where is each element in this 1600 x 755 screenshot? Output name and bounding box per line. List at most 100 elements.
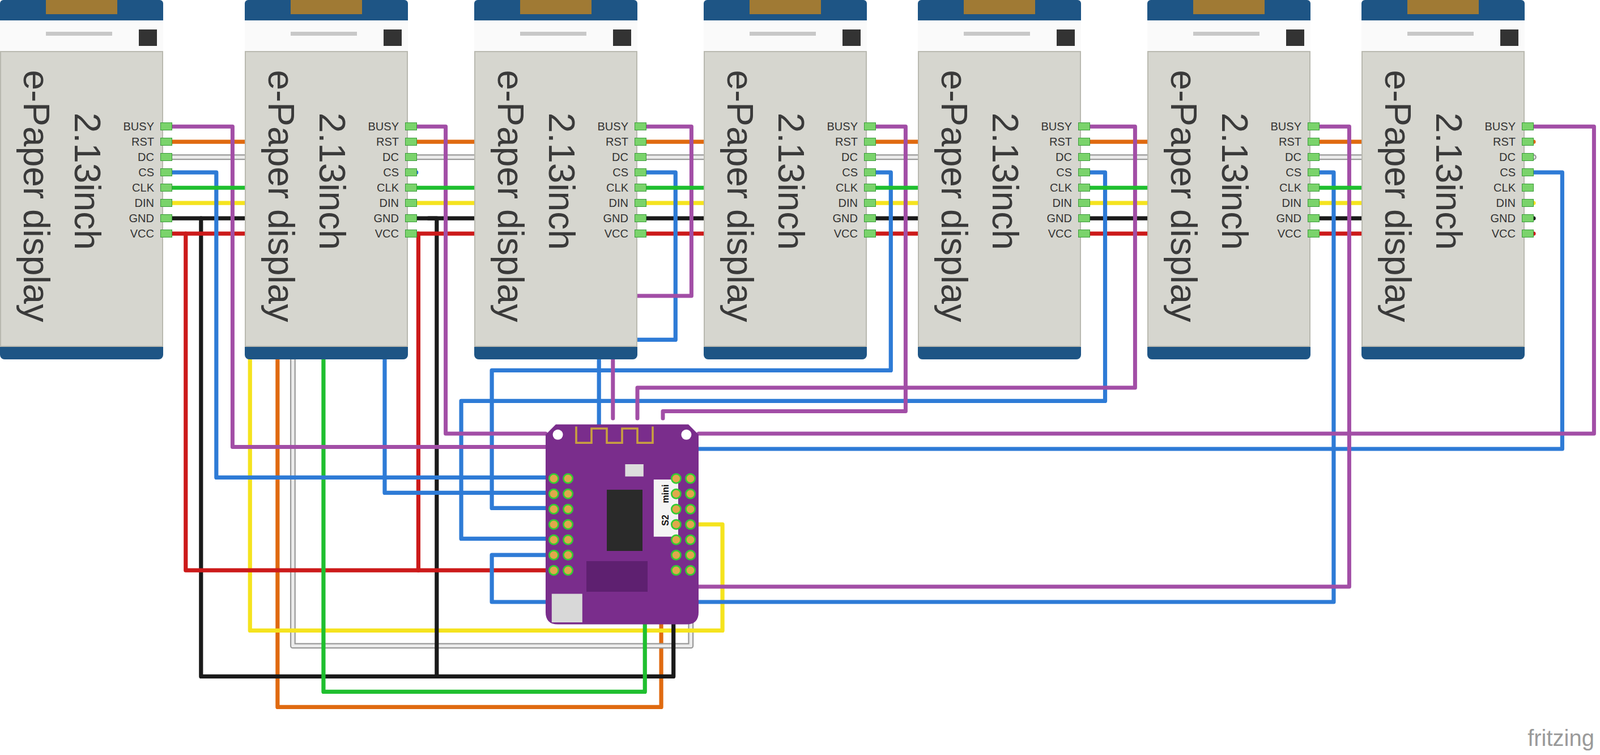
pin-label: RST (131, 134, 155, 149)
label-strip (45, 31, 113, 36)
pin-label: VCC (1277, 226, 1302, 241)
pin-pad (1307, 137, 1321, 146)
pin-pad (634, 168, 648, 177)
pin-pad (405, 183, 418, 192)
pin-label: DIN (134, 196, 155, 210)
pin-label: GND (1276, 211, 1302, 225)
pin-label: DC (1499, 150, 1516, 164)
label-strip (290, 31, 357, 36)
pin-pad (405, 168, 418, 177)
pin-pad (634, 214, 648, 223)
pin-pad (405, 122, 418, 131)
epaper-display: 2.13inche-Paper displayBUSYRSTDCCSCLKDIN… (703, 0, 867, 360)
pin-label: CLK (1493, 180, 1516, 195)
pin-pad (1521, 214, 1535, 223)
wire (163, 185, 245, 190)
pin-pad (160, 229, 173, 238)
pin-pad (1307, 183, 1321, 192)
pin-label: CS (612, 165, 629, 180)
pin-pad (1307, 214, 1321, 223)
pin-pad (634, 198, 648, 207)
watermark: fritzing (1527, 725, 1595, 751)
pin-pad (1521, 122, 1535, 131)
pin-pad (160, 183, 173, 192)
board-marking: mini (660, 484, 671, 504)
display-size: 2.13inch (1427, 112, 1470, 250)
pin-pad (634, 183, 648, 192)
pin-pad (634, 122, 648, 131)
pin-label: GND (1490, 211, 1516, 225)
pin-label: RST (1049, 134, 1072, 149)
pin-label: VCC (375, 226, 399, 241)
pin-label: CS (841, 165, 858, 180)
epaper-display: 2.13inche-Paper displayBUSYRSTDCCSCLKDIN… (1361, 0, 1525, 360)
pin-pad (864, 168, 877, 177)
flex-connector (520, 0, 592, 15)
corner-mark (1286, 29, 1305, 46)
pin-pad (160, 152, 173, 161)
pin-label: CLK (132, 180, 155, 195)
pin-pad (864, 183, 877, 192)
flex-connector (45, 0, 118, 15)
pin-label: VCC (833, 226, 858, 241)
pin-pad (1078, 214, 1091, 223)
pin-label: CLK (1279, 180, 1302, 195)
pin-pad (1078, 183, 1091, 192)
pin-label: VCC (1048, 226, 1072, 241)
pin-label: VCC (604, 226, 629, 241)
display-size: 2.13inch (310, 112, 353, 250)
pin-pad (1078, 229, 1091, 238)
pin-pad (1078, 168, 1091, 177)
corner-mark (383, 29, 402, 46)
label-strip (1407, 31, 1474, 36)
wire (637, 185, 704, 190)
pin-label: DC (1055, 150, 1072, 164)
board-marking: S2 (660, 514, 671, 526)
label-strip (520, 31, 587, 36)
pin-label: CLK (376, 180, 399, 195)
pin-label: DIN (1496, 196, 1516, 210)
pin-label: CLK (835, 180, 858, 195)
pin-label: DIN (1052, 196, 1072, 210)
pin-label: GND (603, 211, 629, 225)
epaper-display: 2.13inche-Paper displayBUSYRSTDCCSCLKDIN… (917, 0, 1082, 360)
pin-label: CS (383, 165, 399, 180)
epaper-display: 2.13inche-Paper displayBUSYRSTDCCSCLKDIN… (0, 0, 164, 360)
pin-label: GND (373, 211, 399, 225)
display-name: e-Paper display (1162, 69, 1204, 322)
display-name: e-Paper display (1376, 69, 1419, 322)
pin-pad (1307, 229, 1321, 238)
label-strip (1193, 31, 1260, 36)
pin-pad (864, 122, 877, 131)
pin-pad (1307, 122, 1321, 131)
pin-label: RST (605, 134, 629, 149)
bottom-band (1147, 346, 1311, 360)
bottom-band (917, 346, 1082, 360)
bottom-band (244, 346, 408, 360)
wire (407, 185, 475, 190)
pin-label: CS (1056, 165, 1072, 180)
pin-label: DIN (1282, 196, 1302, 210)
display-size: 2.13inch (983, 112, 1026, 250)
display-size: 2.13inch (65, 112, 108, 250)
pin-label: BUSY (1484, 119, 1516, 134)
pin-label: DC (382, 150, 399, 164)
wire (1081, 185, 1148, 190)
pin-label: BUSY (1270, 119, 1302, 134)
pin-label: CS (138, 165, 155, 180)
label-strip (749, 31, 816, 36)
pin-label: RST (376, 134, 399, 149)
pin-pad (634, 229, 648, 238)
epaper-display: 2.13inche-Paper displayBUSYRSTDCCSCLKDIN… (474, 0, 638, 360)
pin-pad (1521, 229, 1535, 238)
pin-pad (160, 137, 173, 146)
bottom-band (474, 346, 638, 360)
pin-label: VCC (1491, 226, 1516, 241)
pin-label: GND (832, 211, 858, 225)
pin-pad (634, 152, 648, 161)
pin-pad (1521, 168, 1535, 177)
pin-pad (864, 198, 877, 207)
corner-mark (613, 29, 632, 46)
pin-label: RST (835, 134, 858, 149)
flex-connector (1193, 0, 1265, 15)
